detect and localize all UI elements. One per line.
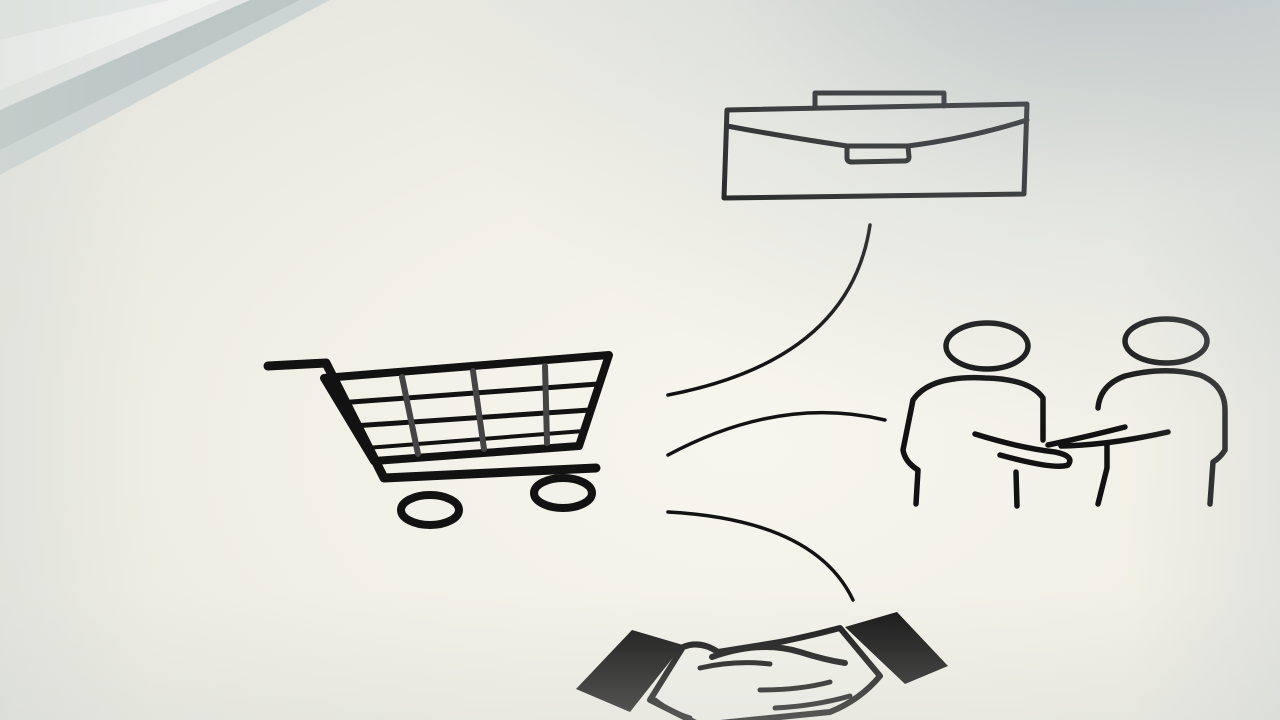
connector-cart-briefcase: [666, 223, 872, 397]
briefcase-icon: [721, 90, 1030, 201]
blurred-keyboard-edge: [0, 0, 330, 175]
connector-cart-people: [666, 410, 887, 457]
connector-lines: [666, 223, 887, 602]
connector-cart-handshake: [666, 510, 855, 602]
two-people-handshake-icon: [900, 316, 1228, 509]
handshake-icon: [576, 612, 948, 720]
shopping-cart-icon: [263, 351, 613, 529]
